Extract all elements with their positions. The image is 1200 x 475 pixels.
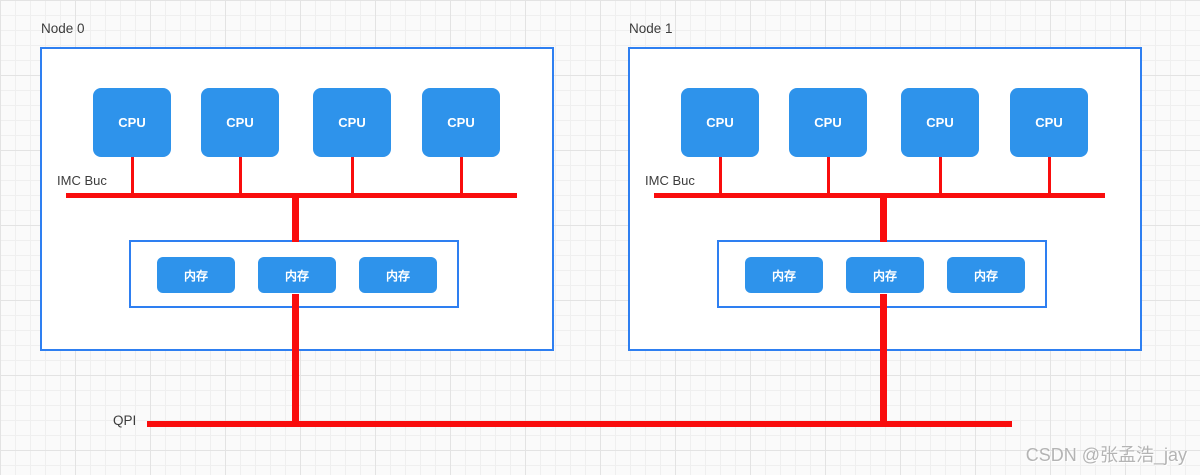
bus-memory-connector-line: [880, 196, 887, 242]
cpu-box: CPU: [789, 88, 867, 157]
cpu-bus-connector-line: [460, 155, 463, 195]
memory-label: 内存: [284, 268, 309, 283]
cpu-label: CPU: [814, 115, 842, 130]
cpu-label: CPU: [118, 115, 146, 130]
cpu-label: CPU: [706, 115, 734, 130]
bus-memory-connector-line: [292, 196, 299, 242]
cpu-box: CPU: [201, 88, 279, 157]
cpu-box: CPU: [422, 88, 500, 157]
memory-qpi-connector-line: [880, 294, 887, 427]
cpu-bus-connector-line: [719, 155, 722, 195]
imc-bus-label: IMC Buc: [57, 173, 107, 188]
memory-box: 内存: [745, 257, 823, 293]
memory-box: 内存: [359, 257, 437, 293]
imc-bus-line: [654, 193, 1105, 198]
imc-bus-line: [66, 193, 517, 198]
qpi-bus-label: QPI: [113, 413, 137, 428]
cpu-box: CPU: [313, 88, 391, 157]
watermark-text: CSDN @张孟浩_jay: [1025, 445, 1187, 465]
memory-box: 内存: [157, 257, 235, 293]
node-0-title: Node 0: [41, 21, 85, 36]
memory-box: 内存: [258, 257, 336, 293]
cpu-label: CPU: [338, 115, 366, 130]
node-0-group: Node 0 CPU CPU CPU CPU IMC Buc 内存 内存 内存: [40, 21, 554, 427]
cpu-bus-connector-line: [939, 155, 942, 195]
cpu-box: CPU: [93, 88, 171, 157]
qpi-bus-line: [147, 421, 1012, 427]
cpu-label: CPU: [447, 115, 475, 130]
memory-box: 内存: [947, 257, 1025, 293]
node-1-group: Node 1 CPU CPU CPU CPU IMC Buc 内存 内存 内存: [628, 21, 1142, 427]
node-1-title: Node 1: [629, 21, 673, 36]
cpu-box: CPU: [1010, 88, 1088, 157]
memory-label: 内存: [771, 268, 796, 283]
cpu-box: CPU: [681, 88, 759, 157]
memory-label: 内存: [872, 268, 897, 283]
memory-qpi-connector-line: [292, 294, 299, 427]
cpu-bus-connector-line: [351, 155, 354, 195]
cpu-label: CPU: [226, 115, 254, 130]
memory-label: 内存: [183, 268, 208, 283]
cpu-label: CPU: [926, 115, 954, 130]
cpu-box: CPU: [901, 88, 979, 157]
cpu-bus-connector-line: [1048, 155, 1051, 195]
cpu-bus-connector-line: [827, 155, 830, 195]
memory-label: 内存: [385, 268, 410, 283]
cpu-bus-connector-line: [239, 155, 242, 195]
memory-label: 内存: [973, 268, 998, 283]
cpu-label: CPU: [1035, 115, 1063, 130]
cpu-bus-connector-line: [131, 155, 134, 195]
imc-bus-label: IMC Buc: [645, 173, 695, 188]
memory-box: 内存: [846, 257, 924, 293]
